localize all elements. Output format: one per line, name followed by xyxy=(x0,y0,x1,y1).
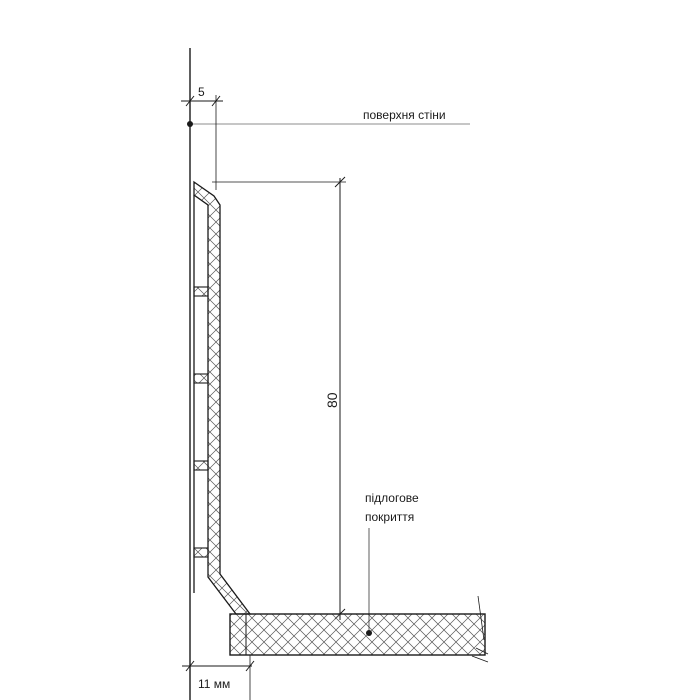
skirting-profile xyxy=(193,180,252,615)
floor-covering xyxy=(229,595,489,663)
top-dimension-label: 5 xyxy=(198,85,205,99)
floor-covering-label-line2: покриття xyxy=(365,510,414,524)
floor-covering-leader xyxy=(366,528,372,636)
bottom-dimension xyxy=(182,655,255,700)
wall-surface-label: поверхня стіни xyxy=(363,108,446,122)
bottom-dimension-label: 11 мм xyxy=(198,677,230,691)
floor-covering-label-line1: підлогове xyxy=(365,491,419,505)
wall-surface-leader xyxy=(187,121,470,127)
top-dimension xyxy=(181,95,223,190)
height-dimension-label: 80 xyxy=(324,392,340,408)
